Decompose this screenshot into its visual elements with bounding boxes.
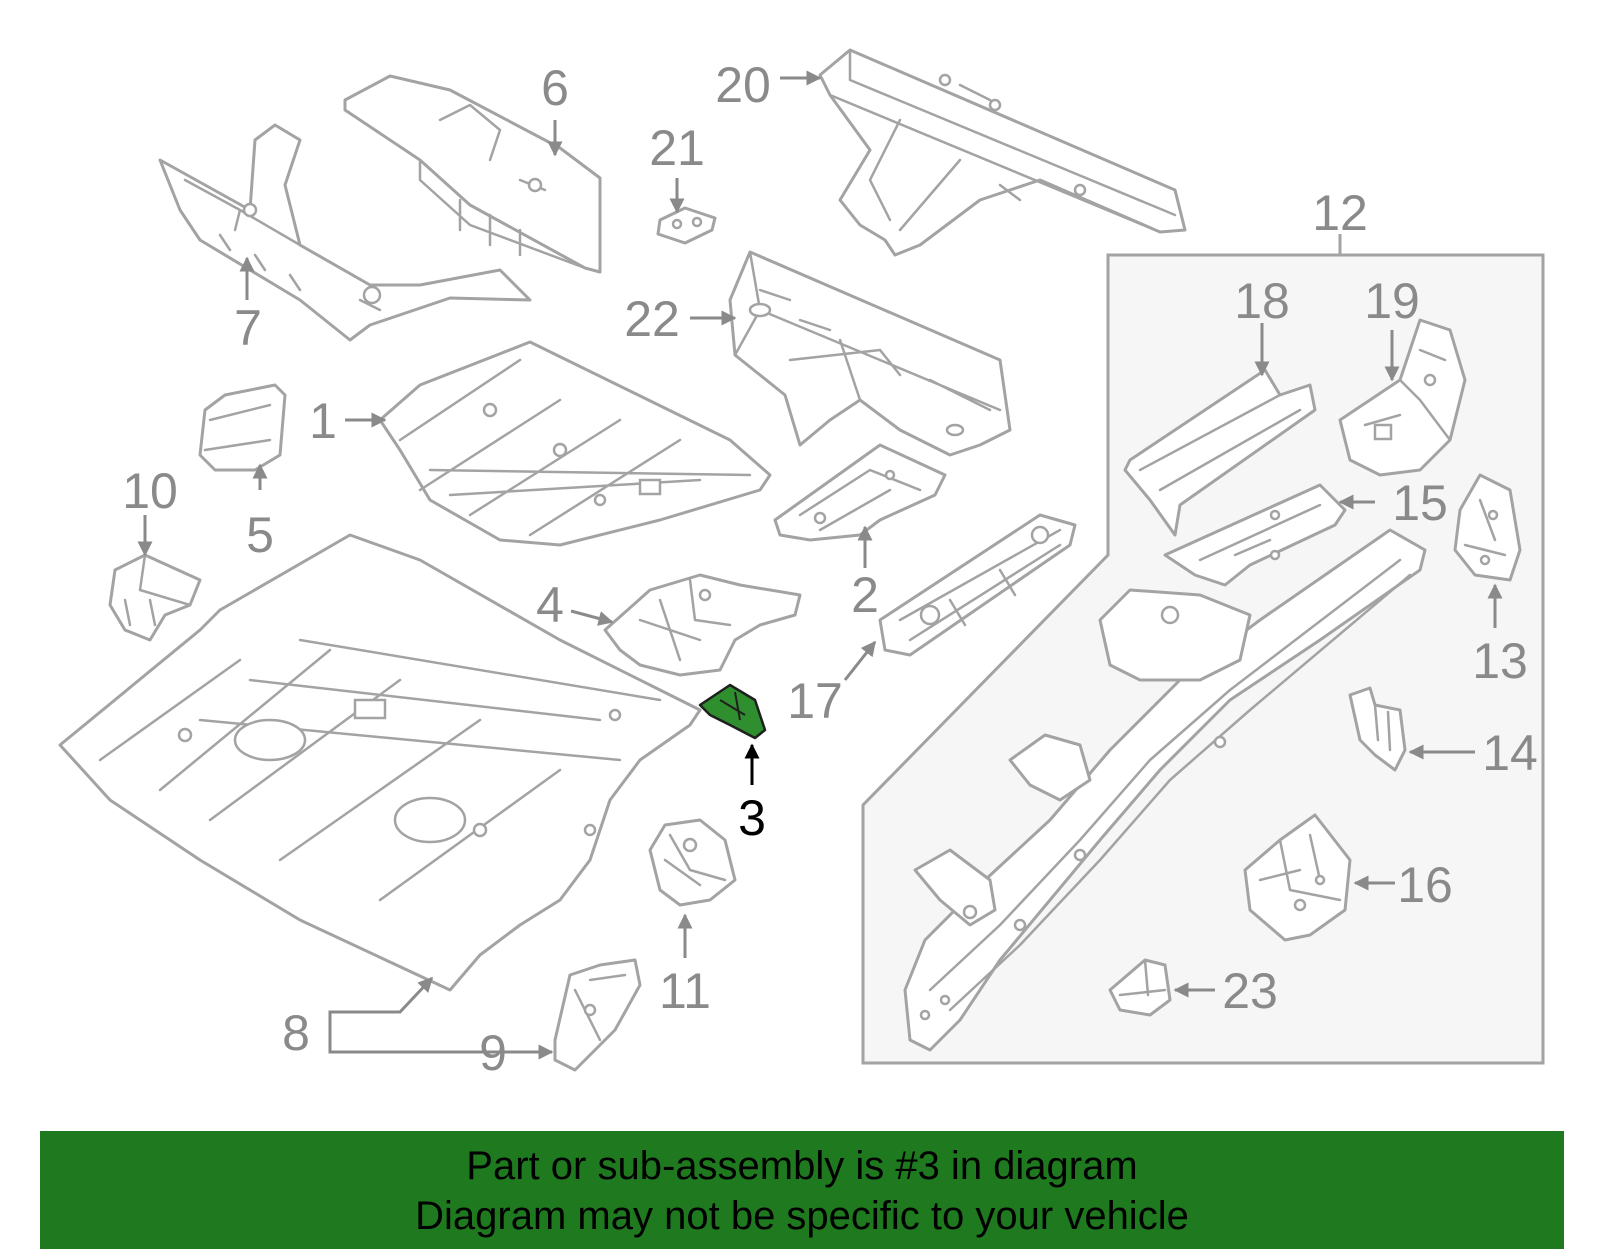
part-21-drawing — [656, 206, 717, 245]
part-20-drawing — [818, 48, 1187, 257]
callout-1: 1 — [309, 393, 337, 449]
callout-10: 10 — [122, 463, 178, 519]
part-16-drawing — [1243, 813, 1352, 942]
parts-diagram: 6 7 20 21 22 12 18 19 1 5 10 2 15 13 4 1… — [58, 48, 1545, 1081]
callout-16: 16 — [1397, 857, 1453, 913]
part-2-drawing — [773, 443, 947, 542]
part-3-drawing — [698, 683, 767, 740]
part-12-rail-drawing — [903, 528, 1427, 1052]
callout-labels: 6 7 20 21 22 12 18 19 1 5 10 2 15 13 4 1… — [122, 57, 1538, 1081]
part-5-drawing — [198, 383, 287, 472]
part-11-drawing — [648, 818, 737, 907]
part-18-drawing — [1123, 368, 1317, 537]
part-23-drawing — [1108, 958, 1172, 1017]
part-4-drawing — [603, 573, 802, 677]
callout-21: 21 — [649, 120, 705, 176]
part-8-drawing — [58, 533, 702, 992]
callout-15: 15 — [1392, 475, 1448, 531]
callout-7: 7 — [234, 300, 262, 356]
callout-20: 20 — [715, 57, 771, 113]
banner-line-2: Diagram may not be specific to your vehi… — [415, 1194, 1189, 1238]
part-1-drawing — [378, 340, 772, 547]
callout-11: 11 — [659, 963, 711, 1019]
callout-8: 8 — [282, 1005, 310, 1061]
info-banner: Part or sub-assembly is #3 in diagram Di… — [40, 1131, 1564, 1249]
callout-2: 2 — [851, 567, 879, 623]
part-14-drawing — [1348, 686, 1407, 772]
callout-19: 19 — [1364, 273, 1420, 329]
part-10-drawing — [108, 553, 202, 642]
callout-6: 6 — [541, 60, 569, 116]
part-15-drawing — [1163, 483, 1347, 587]
callout-17: 17 — [787, 673, 843, 729]
part-19-drawing — [1338, 318, 1467, 477]
callout-5: 5 — [246, 507, 274, 563]
part-22-drawing — [728, 250, 1012, 457]
callout-22: 22 — [624, 291, 680, 347]
callout-23: 23 — [1222, 963, 1278, 1019]
callout-13: 13 — [1472, 633, 1528, 689]
callout-9: 9 — [479, 1025, 507, 1081]
part-7-drawing — [158, 123, 532, 342]
part-9-drawing — [553, 958, 642, 1072]
part-17-drawing — [878, 513, 1077, 657]
part-13-drawing — [1453, 473, 1522, 582]
callout-4: 4 — [536, 577, 564, 633]
banner-line-1: Part or sub-assembly is #3 in diagram — [466, 1144, 1138, 1188]
callout-3: 3 — [738, 790, 766, 846]
callout-18: 18 — [1234, 273, 1290, 329]
callout-12: 12 — [1312, 185, 1368, 241]
callout-14: 14 — [1482, 725, 1538, 781]
leader-lines — [137, 70, 1503, 1060]
part-6-drawing — [343, 74, 602, 274]
